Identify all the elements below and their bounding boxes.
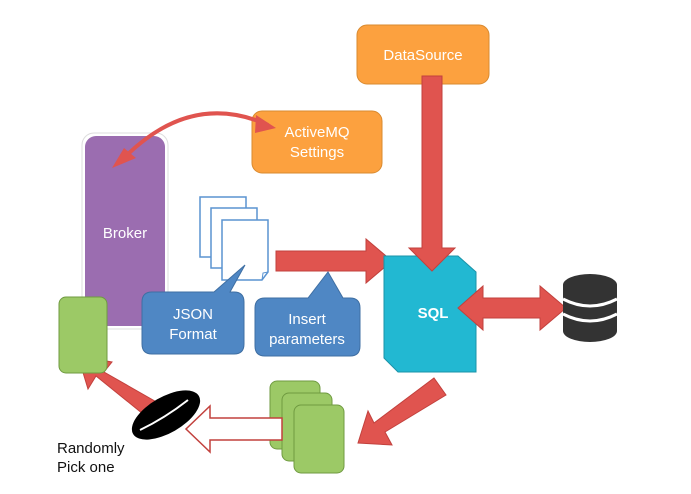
json-label-line2: Format: [169, 326, 217, 343]
datasource-label: DataSource: [383, 47, 462, 64]
json-label-line1: JSON: [173, 306, 213, 323]
card-stack: [269, 380, 345, 474]
insert-label-line1: Insert: [288, 311, 326, 328]
card: [293, 404, 345, 474]
activemq-label-line2: Settings: [290, 144, 344, 161]
broker-label: Broker: [103, 225, 147, 242]
arrow-docs-to-sql: [275, 237, 393, 285]
sql-label: SQL: [418, 305, 449, 322]
insert-parameters-callout: Insert parameters: [254, 271, 361, 357]
arrow-datasource-to-sql: [407, 75, 457, 272]
activemq-label-line1: ActiveMQ: [284, 124, 349, 141]
arrow-activemq-broker: [112, 111, 276, 168]
activemq-settings-node: ActiveMQ Settings: [251, 110, 383, 174]
insert-callout-shape: [254, 271, 361, 357]
page-curl-icon: [261, 271, 269, 281]
json-callout-shape: [141, 264, 246, 355]
broker-box: [85, 136, 165, 326]
arrow-activemq-broker-line: [120, 111, 269, 162]
datasource-node: DataSource: [356, 24, 490, 85]
picked-card: [58, 296, 108, 374]
insert-label-line2: parameters: [269, 331, 345, 348]
database-icon: [562, 274, 618, 342]
random-pick-label-line1: Randomly: [57, 440, 125, 457]
activemq-settings-box: [251, 110, 383, 174]
arrow-sql-to-cards: [357, 377, 447, 446]
arrow-cards-to-random-pick: [184, 404, 283, 454]
coin-flip-icon: [131, 390, 201, 440]
arrowhead-activemq: [255, 115, 276, 133]
random-pick-label-line2: Pick one: [57, 459, 115, 476]
json-format-callout: JSON Format: [141, 264, 246, 355]
document-stack: [199, 196, 269, 281]
broker-node: Broker: [81, 132, 169, 330]
sql-node: SQL: [383, 255, 477, 373]
document-icon: [221, 219, 269, 281]
sql-box: [383, 255, 477, 373]
arrowhead-broker: [112, 148, 136, 168]
